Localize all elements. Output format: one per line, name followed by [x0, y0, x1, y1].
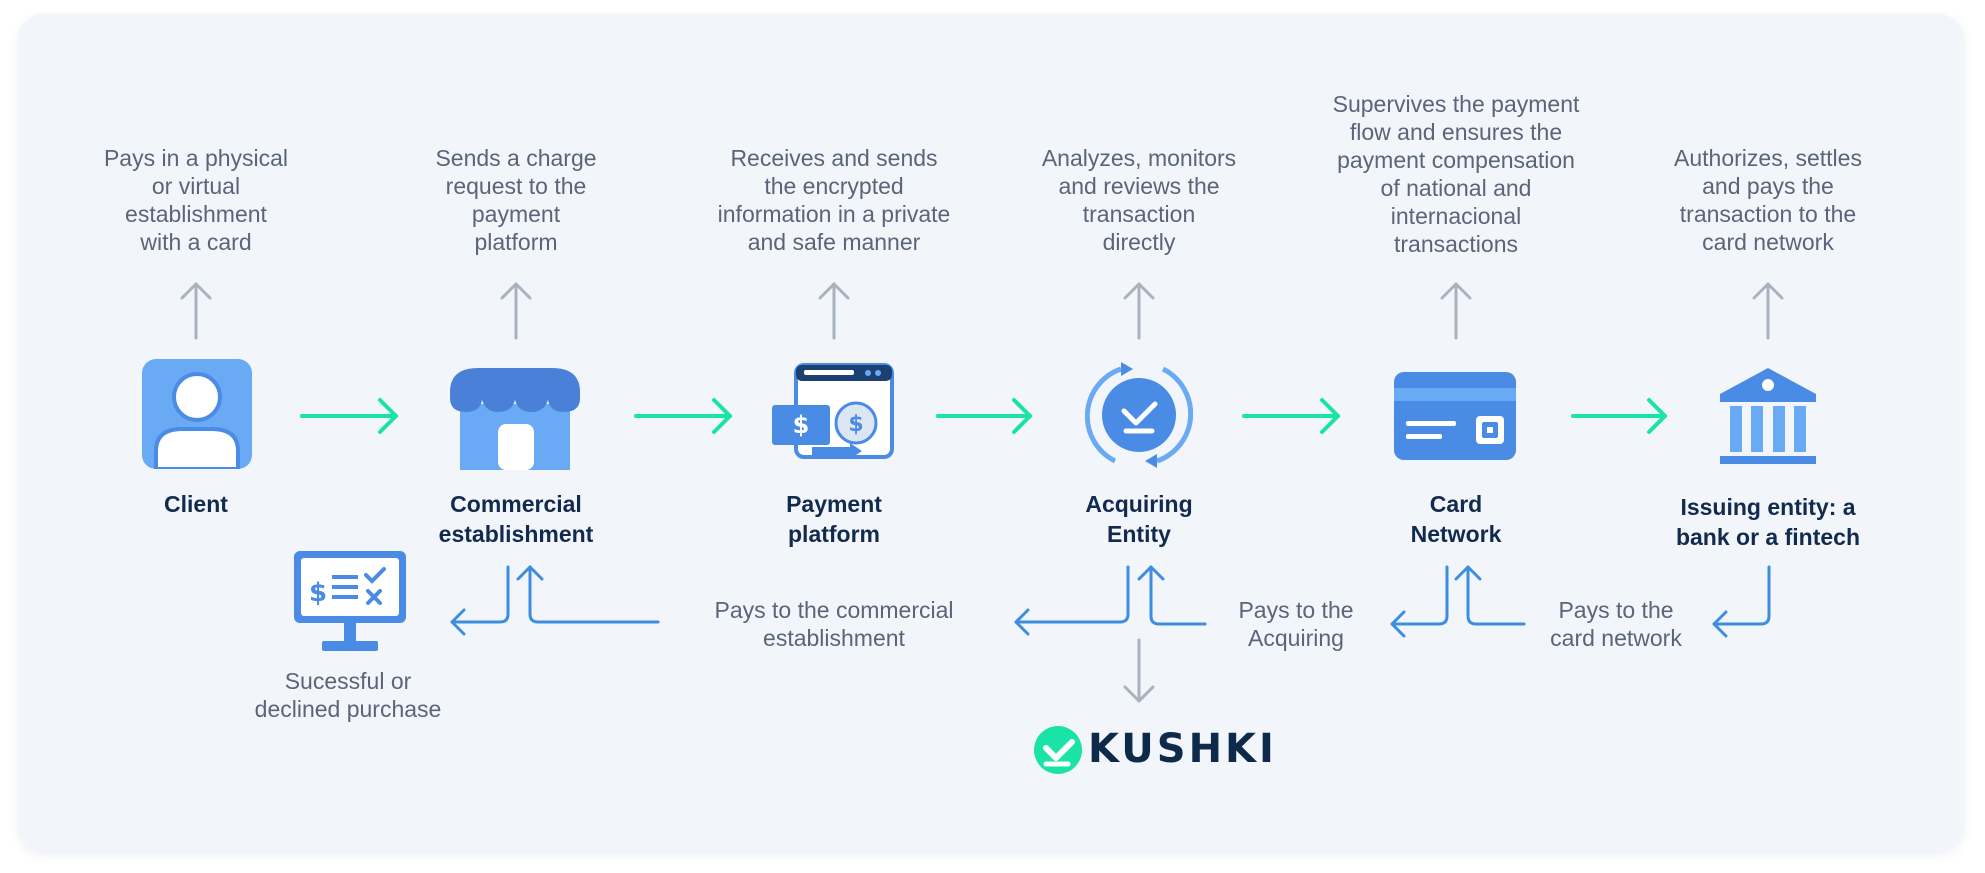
- credit-card-icon: [1394, 372, 1516, 460]
- cycle-check-icon: [1085, 362, 1193, 468]
- purchase-terminal-icon: $: [294, 551, 406, 651]
- up-arrow-issuing: [1752, 282, 1784, 340]
- flow-arrow-client-to-commercial: [300, 398, 398, 434]
- up-arrow-client: [180, 282, 212, 340]
- issuing-description: Authorizes, settles and pays the transac…: [1674, 145, 1862, 255]
- svg-text:$: $: [848, 412, 863, 437]
- svg-text:$: $: [309, 578, 327, 608]
- return-arrow-acquiring-to-commercial: [1014, 565, 1130, 636]
- pays-commercial-text: Pays to the commercial establishment: [714, 597, 954, 651]
- return-arrow-network-to-acquiring: [1390, 565, 1449, 638]
- card-network-label: Card Network: [1410, 491, 1502, 547]
- issuing-label: Issuing entity: a bank or a fintech: [1675, 494, 1861, 550]
- commercial-label: Commercial establishment: [438, 491, 594, 547]
- commercial-description: Sends a charge request to the payment pl…: [435, 145, 597, 255]
- payment-platform-description: Receives and sends the encrypted informa…: [717, 145, 951, 255]
- up-arrow-commercial: [500, 282, 532, 340]
- bank-icon: [1720, 368, 1816, 464]
- flow-arrow-payment-to-acquiring: [936, 398, 1032, 434]
- up-arrow-network: [1440, 282, 1472, 340]
- return-arrows: [450, 565, 1771, 638]
- acquiring-description: Analyzes, monitors and reviews the trans…: [1041, 145, 1237, 255]
- kushki-logo-icon: [1034, 726, 1082, 774]
- svg-text:$: $: [793, 411, 810, 439]
- flow-arrows: [300, 398, 1667, 434]
- return-arrow-acquiring-in: [1137, 565, 1207, 626]
- user-icon: [142, 359, 252, 469]
- return-arrow-commercial-in: [516, 565, 660, 624]
- flow-arrow-commercial-to-payment: [634, 398, 732, 434]
- payment-window-icon: $ $: [772, 363, 894, 459]
- up-arrow-payment: [818, 282, 850, 340]
- acquiring-label: Acquiring Entity: [1085, 491, 1193, 547]
- pays-acquiring-text: Pays to the Acquiring: [1238, 597, 1354, 651]
- card-network-description: Supervives the payment flow and ensures …: [1332, 91, 1580, 257]
- up-arrow-acquiring: [1123, 282, 1155, 340]
- purchase-result-text: Sucessful or declined purchase: [254, 668, 442, 722]
- return-arrow-network-in: [1454, 565, 1526, 626]
- payment-platform-label: Payment platform: [786, 491, 882, 547]
- return-arrow-issuing-to-network: [1712, 565, 1771, 638]
- pays-card-network-text: Pays to the card network: [1550, 597, 1682, 651]
- down-arrow-kushki: [1123, 638, 1155, 703]
- description-arrows: [180, 282, 1784, 703]
- client-label: Client: [164, 491, 228, 517]
- flow-arrow-acquiring-to-network: [1242, 398, 1340, 434]
- flow-arrow-network-to-issuing: [1571, 398, 1667, 434]
- diagram-card: [18, 14, 1964, 852]
- kushki-logo-text: KUSHKI: [1088, 726, 1277, 772]
- client-description: Pays in a physical or virtual establishm…: [103, 145, 289, 255]
- store-icon: [450, 368, 580, 470]
- return-arrow-commercial-to-terminal: [450, 565, 510, 636]
